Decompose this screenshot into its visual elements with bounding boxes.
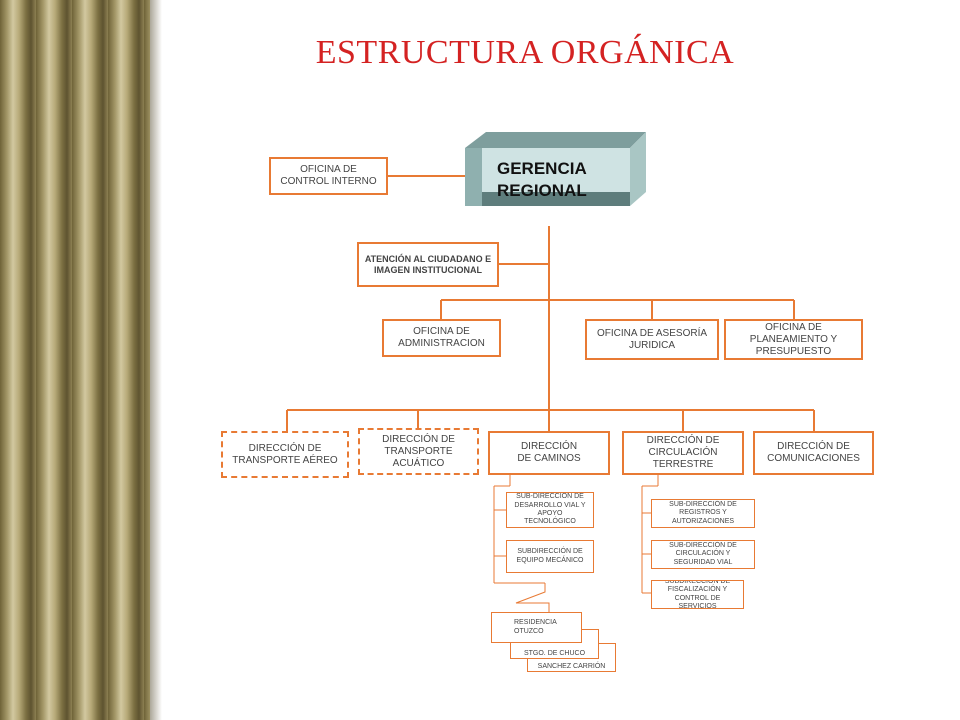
oficina-asesoria-juridica-label: OFICINA DE ASESORÍA JURIDICA <box>596 327 708 351</box>
oficina-administracion-label: OFICINA DE ADMINISTRACION <box>398 326 485 349</box>
residencia-otuzco-label: RESIDENCIA OTUZCO <box>514 619 557 635</box>
subdireccion-seguridad-vial-label: SUB-DIRECCIÓN DE CIRCULACIÓN Y SEGURIDAD… <box>669 541 737 566</box>
direccion-transporte-aereo-box[interactable]: DIRECCIÓN DE TRANSPORTE AÉREO <box>221 431 349 478</box>
subdireccion-desarrollo-vial-box[interactable]: SUB-DIRECCIÓN DE DESARROLLO VIAL Y APOYO… <box>506 492 594 528</box>
oficina-administracion-box[interactable]: OFICINA DE ADMINISTRACION <box>382 319 501 357</box>
subdireccion-seguridad-vial-box[interactable]: SUB-DIRECCIÓN DE CIRCULACIÓN Y SEGURIDAD… <box>651 540 755 569</box>
subdireccion-registros-box[interactable]: SUB-DIRECCIÓN DE REGISTROS Y AUTORIZACIO… <box>651 499 755 528</box>
direccion-caminos-label-1: DIRECCIÓN <box>520 441 578 452</box>
gerencia-line-2: REGIONAL <box>497 181 587 201</box>
direccion-comunicaciones-box[interactable]: DIRECCIÓN DE COMUNICACIONES <box>753 431 874 475</box>
direccion-circulacion-terrestre-box[interactable]: DIRECCIÓN DE CIRCULACIÓN TERRESTRE <box>622 431 744 475</box>
direccion-circulacion-terrestre-label: DIRECCIÓN DE CIRCULACIÓN TERRESTRE <box>646 435 720 470</box>
residencia-sanchez-carrion-label: SANCHEZ CARRIÓN <box>537 662 606 670</box>
subdireccion-registros-label: SUB-DIRECCIÓN DE REGISTROS Y AUTORIZACIO… <box>669 500 737 525</box>
gerencia-line-1: GERENCIA <box>497 159 587 178</box>
subdireccion-fiscalizacion-box[interactable]: SUBDIRECCION DE FISCALIZACIÓN Y CONTROL … <box>651 580 744 609</box>
residencia-otuzco-box[interactable]: RESIDENCIA OTUZCO <box>491 612 582 643</box>
subdireccion-desarrollo-vial-label: SUB-DIRECCIÓN DE DESARROLLO VIAL Y APOYO… <box>514 493 586 526</box>
atencion-ciudadano-label: ATENCIÓN AL CIUDADANO E IMAGEN INSTITUCI… <box>364 253 492 275</box>
oficina-planeamiento-label: OFICINA DE PLANEAMIENTO Y PRESUPUESTO <box>749 321 838 357</box>
direccion-transporte-acuatico-label: DIRECCIÓN DE TRANSPORTE ACUÁTICO <box>382 433 455 469</box>
direccion-transporte-acuatico-box[interactable]: DIRECCIÓN DE TRANSPORTE ACUÁTICO <box>358 428 479 475</box>
oficina-control-interno-box[interactable]: OFICINA DE CONTROL INTERNO <box>269 157 388 195</box>
direccion-transporte-aereo-label: DIRECCIÓN DE TRANSPORTE AÉREO <box>232 442 338 466</box>
atencion-ciudadano-box[interactable]: ATENCIÓN AL CIUDADANO E IMAGEN INSTITUCI… <box>357 242 499 287</box>
residencia-stgo-chuco-label: STGO. DE CHUCO <box>523 649 586 657</box>
direccion-caminos-label-2: DE CAMINOS <box>517 453 581 464</box>
direccion-comunicaciones-label: DIRECCIÓN DE COMUNICACIONES <box>767 441 860 464</box>
subdireccion-equipo-mecanico-box[interactable]: SUBDIRECCIÓN DE EQUIPO MECÁNICO <box>506 540 594 573</box>
gerencia-regional-label[interactable]: GERENCIA REGIONAL <box>497 158 587 202</box>
subdireccion-fiscalizacion-label: SUBDIRECCION DE FISCALIZACIÓN Y CONTROL … <box>664 580 731 609</box>
oficina-control-interno-label: OFICINA DE CONTROL INTERNO <box>280 164 377 187</box>
page-title: ESTRUCTURA ORGÁNICA <box>315 34 735 71</box>
subdireccion-equipo-mecanico-label: SUBDIRECCIÓN DE EQUIPO MECÁNICO <box>516 548 584 564</box>
direccion-caminos-box[interactable]: DIRECCIÓN DE CAMINOS <box>488 431 610 475</box>
oficina-planeamiento-box[interactable]: OFICINA DE PLANEAMIENTO Y PRESUPUESTO <box>724 319 863 360</box>
curtain-background <box>0 0 150 720</box>
oficina-asesoria-juridica-box[interactable]: OFICINA DE ASESORÍA JURIDICA <box>585 319 719 360</box>
curtain-shadow <box>150 0 162 720</box>
